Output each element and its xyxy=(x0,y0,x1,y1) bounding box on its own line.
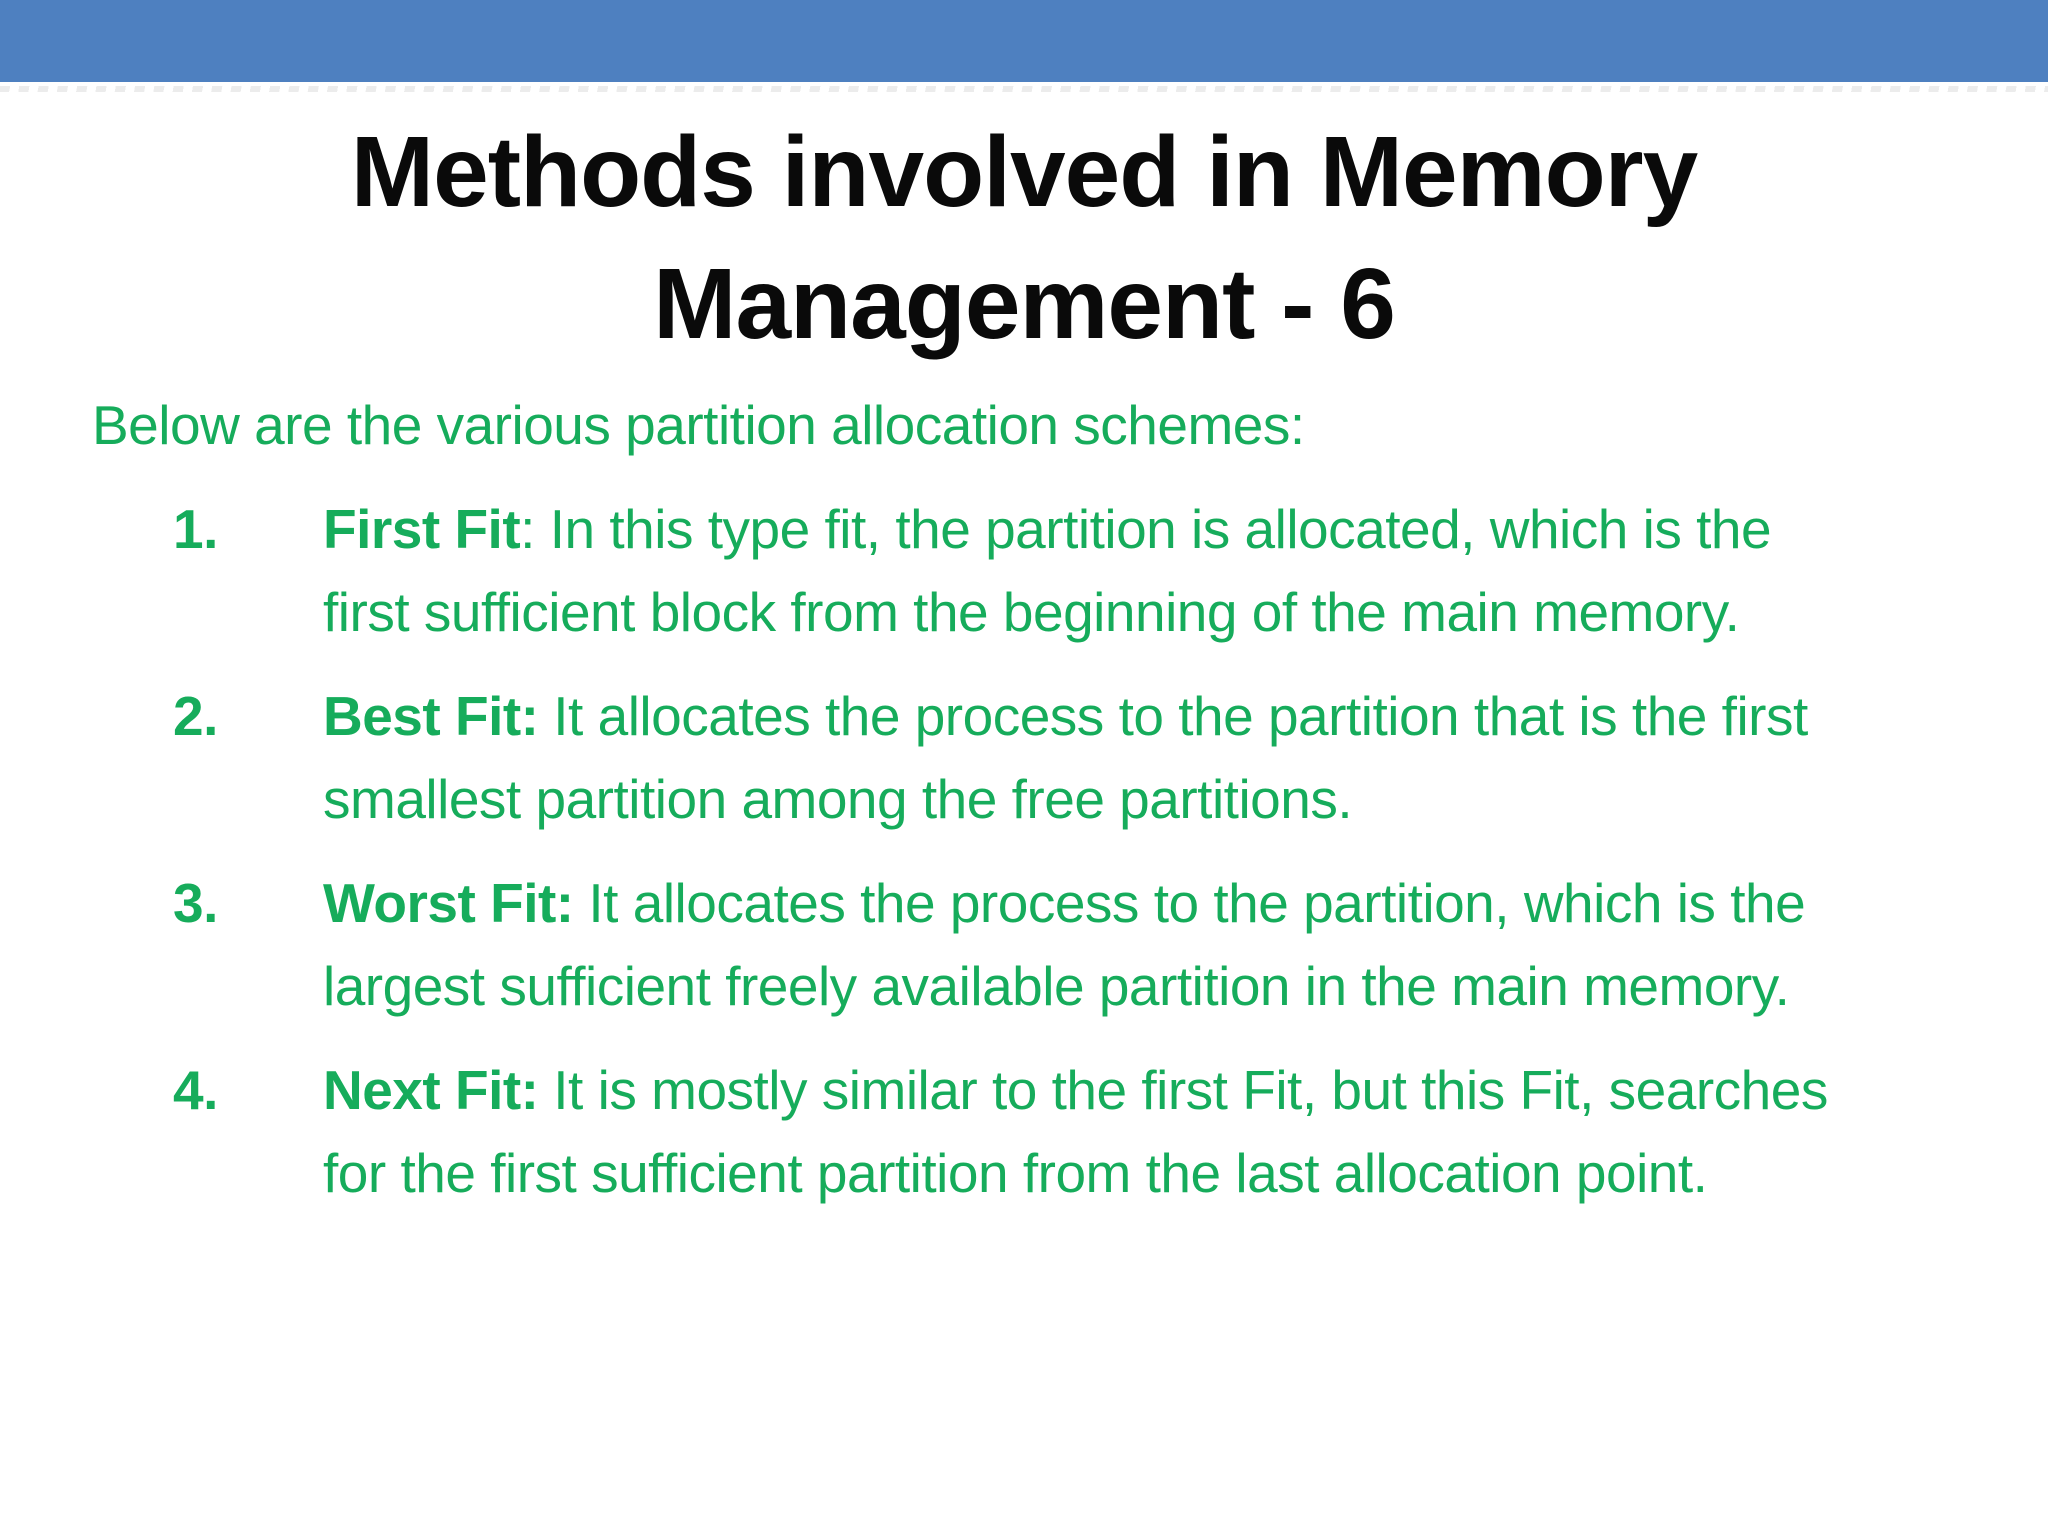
list-item: 4. Next Fit: It is mostly similar to the… xyxy=(173,1049,2048,1214)
allocation-schemes-list: 1. First Fit: In this type fit, the part… xyxy=(0,488,2048,1214)
list-item-label: Best Fit: xyxy=(323,685,539,748)
intro-text: Below are the various partition allocati… xyxy=(92,394,1305,456)
list-item: 3. Worst Fit: It allocates the process t… xyxy=(173,862,2048,1027)
list-item-number: 1. xyxy=(173,498,218,561)
list-item: 2. Best Fit: It allocates the process to… xyxy=(173,675,2048,840)
slide-title: Methods involved in Memory Management - … xyxy=(350,116,1698,360)
list-item-text: Worst Fit: It allocates the process to t… xyxy=(323,862,1853,1027)
list-item-text: Next Fit: It is mostly similar to the fi… xyxy=(323,1049,1853,1214)
list-item-number: 2. xyxy=(173,685,218,748)
list-item-number: 3. xyxy=(173,872,218,935)
list-item-label: First Fit xyxy=(323,498,521,561)
list-item-label: Worst Fit: xyxy=(323,872,574,935)
list-item-body: It is mostly similar to the first Fit, b… xyxy=(323,1059,1828,1204)
list-item-body: : In this type fit, the partition is all… xyxy=(323,498,1772,643)
list-item-label: Next Fit: xyxy=(323,1059,539,1122)
header-bar xyxy=(0,0,2048,82)
list-item-text: Best Fit: It allocates the process to th… xyxy=(323,675,1853,840)
list-item: 1. First Fit: In this type fit, the part… xyxy=(173,488,2048,653)
list-item-number: 4. xyxy=(173,1059,218,1122)
list-item-body: It allocates the process to the partitio… xyxy=(323,685,1808,830)
list-item-body: It allocates the process to the partitio… xyxy=(323,872,1806,1017)
dashed-divider xyxy=(0,86,2048,92)
list-item-text: First Fit: In this type fit, the partiti… xyxy=(323,488,1853,653)
